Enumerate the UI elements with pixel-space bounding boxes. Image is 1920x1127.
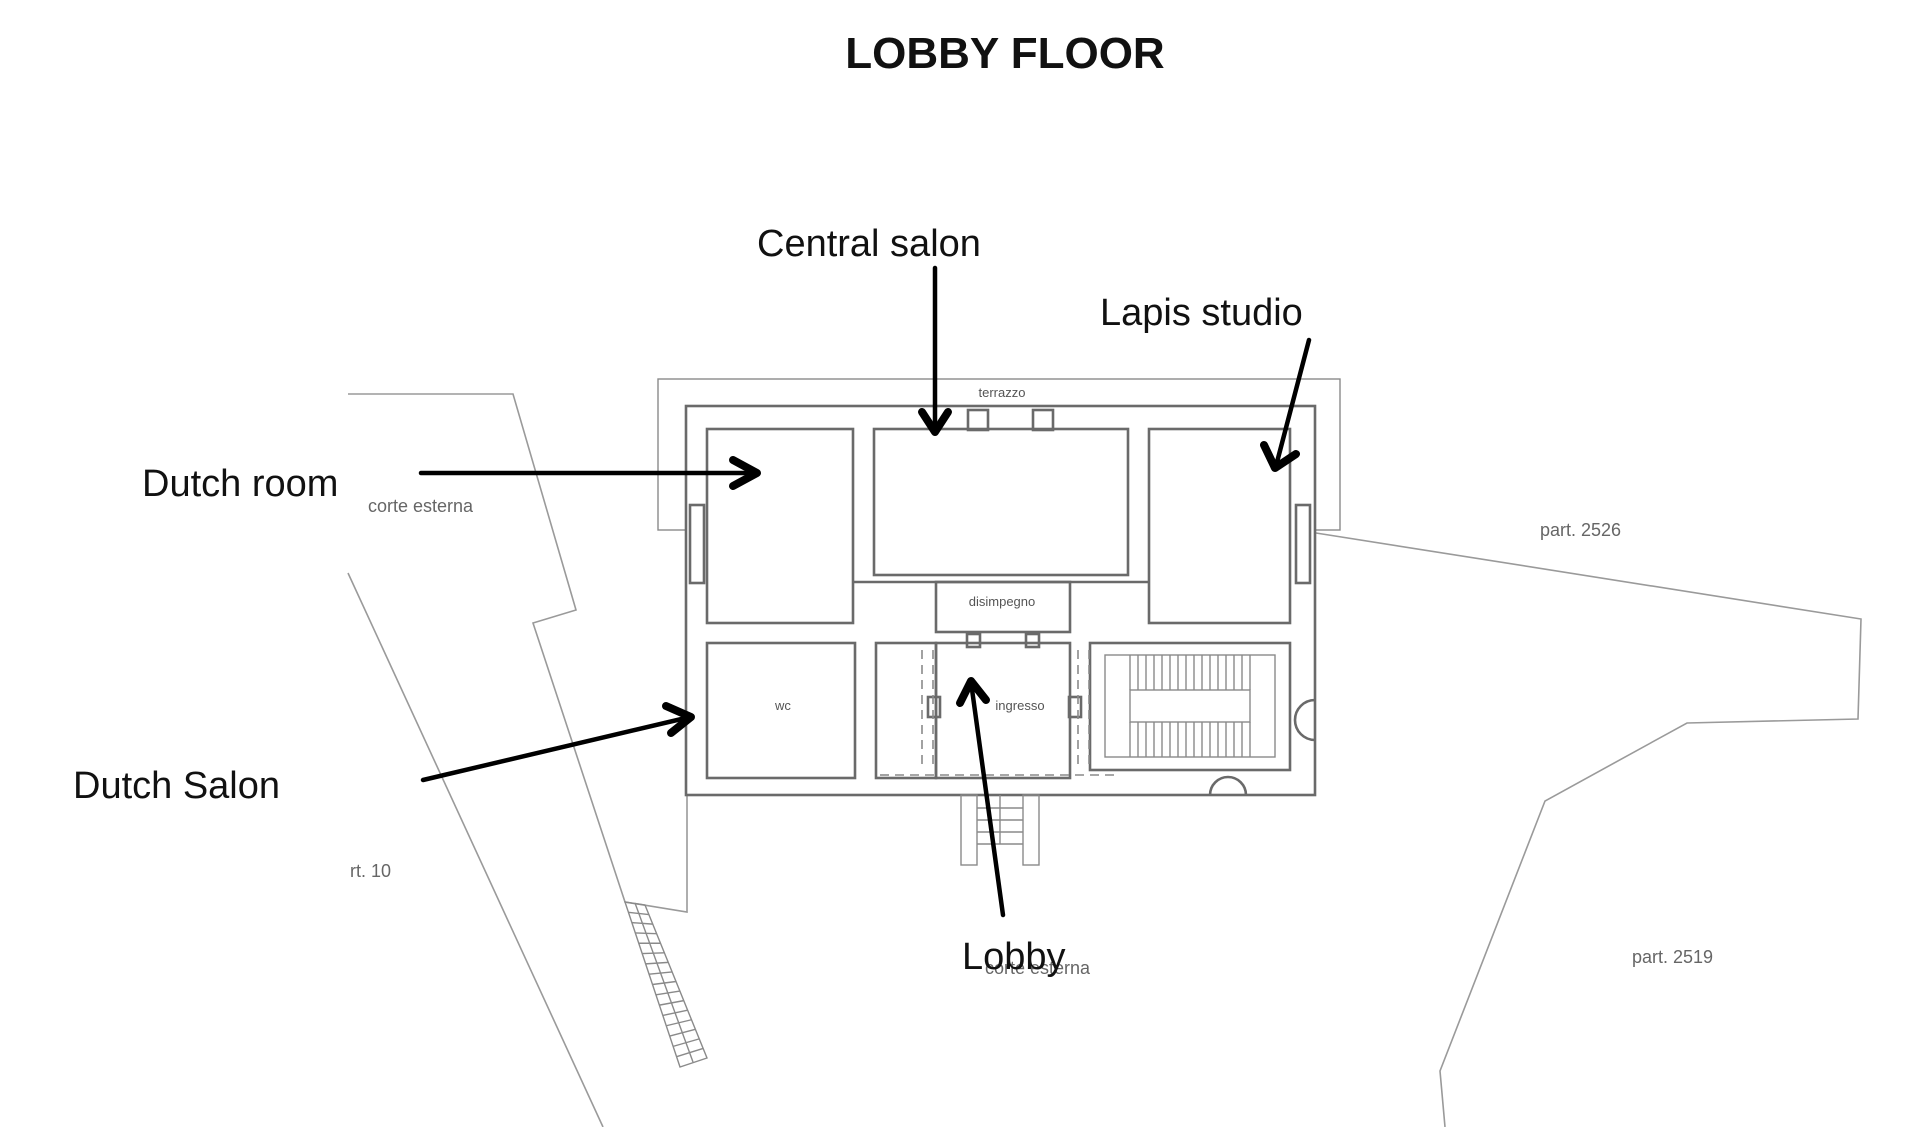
parcel-boundaries: [347, 393, 1862, 1127]
arrow-lobby: [956, 677, 1006, 918]
parcel-10-label: rt. 10: [350, 861, 391, 881]
stair-rung: [631, 921, 653, 925]
ingresso-label: ingresso: [995, 698, 1044, 713]
stair-rung: [659, 999, 684, 1006]
stair-rung: [645, 961, 669, 965]
stair-rung: [666, 1019, 692, 1027]
room-stairwell: [1088, 641, 1292, 772]
stair-rung: [648, 971, 673, 975]
label-lapis-studio: Lapis studio: [1100, 292, 1303, 334]
arrow-dutch-room: [418, 456, 761, 490]
entry-steps: [960, 794, 1040, 866]
parcel-2519-label: part. 2519: [1632, 947, 1713, 967]
label-dutch-room: Dutch room: [142, 463, 338, 505]
wc-label: wc: [774, 698, 791, 713]
stair-rung: [672, 1038, 700, 1048]
parcel-2526-label: part. 2526: [1540, 520, 1621, 540]
room-dutch-room: [705, 427, 855, 625]
stair-rung: [652, 980, 677, 986]
stair-rung: [635, 932, 657, 935]
left-parcel-boundary: [348, 393, 688, 913]
interior-staircase: [1104, 654, 1276, 758]
arrow-dutch-salon: [420, 702, 695, 783]
exterior-stair-left: [623, 901, 708, 1068]
disimpegno-label: disimpegno: [969, 594, 1036, 609]
label-lobby: Lobby: [962, 936, 1066, 978]
room-wc: [705, 641, 857, 780]
stair-rung: [669, 1028, 696, 1037]
label-central-salon: Central salon: [757, 223, 981, 265]
stair-rung: [628, 911, 649, 916]
right-parcel-boundary: [1315, 532, 1862, 1127]
arrow-lapis-studio: [1260, 337, 1312, 472]
stair-rung: [662, 1009, 688, 1017]
corte-esterna-bottom-label: corte esterna: [985, 958, 1091, 978]
room-lapis-studio: [1147, 427, 1292, 625]
label-dutch-salon: Dutch Salon: [73, 765, 280, 807]
stair-rung: [676, 1047, 704, 1058]
arrow-central-salon: [918, 265, 952, 436]
page-title: LOBBY FLOOR: [845, 29, 1164, 78]
room-central-salon: [872, 427, 1130, 577]
corte-esterna-left-label: corte esterna: [368, 496, 474, 516]
stair-rung: [655, 990, 680, 996]
terrazzo-label: terrazzo: [979, 385, 1026, 400]
far-left-parcel-boundary: [347, 572, 604, 1127]
stair-rung: [642, 952, 665, 955]
